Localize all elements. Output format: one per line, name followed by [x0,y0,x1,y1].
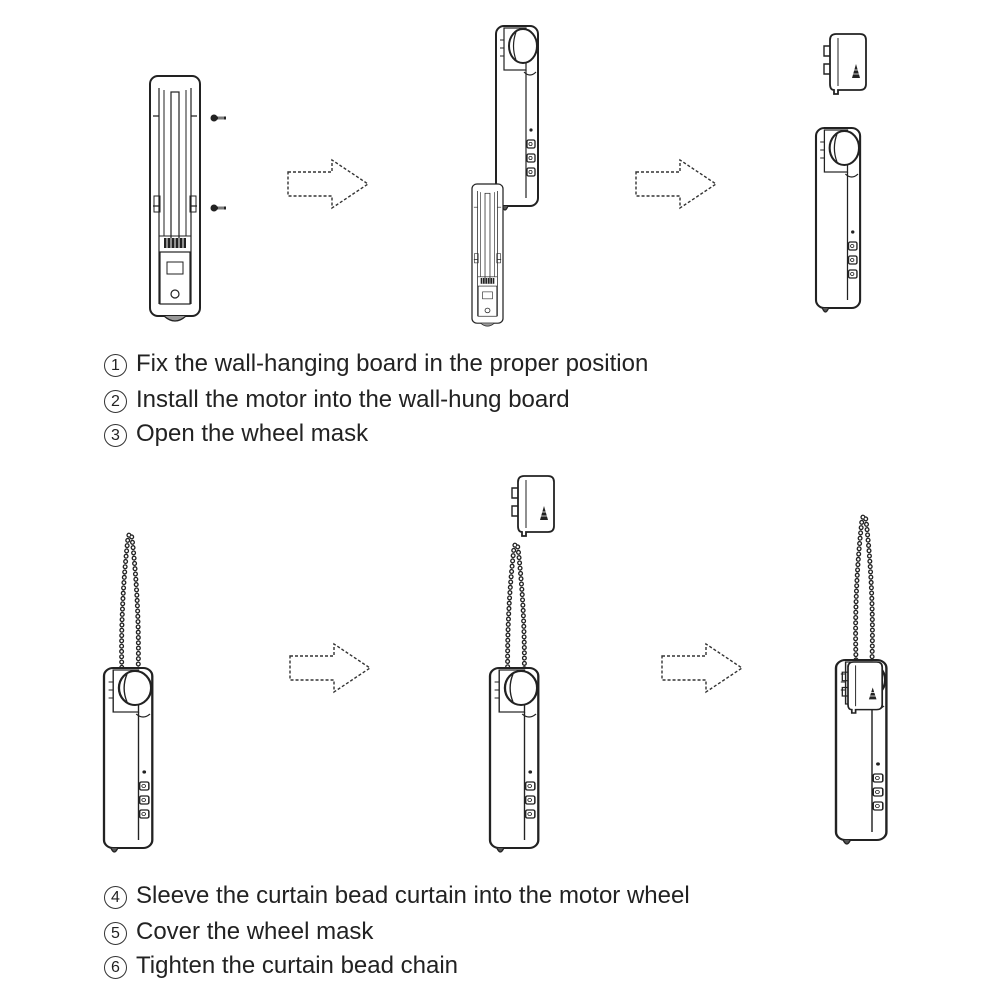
step-item: 2 Install the motor into the wall-hung bo… [104,386,648,413]
step-item: 1 Fix the wall-hanging board in the prope… [104,350,649,377]
wall-hanging-board-icon [471,183,504,327]
step-number: 6 [104,956,127,979]
wheel-mask-icon [841,661,884,714]
step-number: 1 [104,354,127,377]
step-item: 4 Sleeve the curtain bead curtain into th… [104,882,690,909]
motor-icon [488,666,540,854]
step-text: Open the wheel mask [136,420,369,447]
motor-icon [814,126,862,314]
step-number: 5 [104,922,127,945]
step-item: 3 Open the wheel mask [104,420,648,447]
dashed-arrow-icon [287,159,369,209]
bead-chain-icon [508,544,525,688]
steps-list-top: 1 Fix the wall-hanging board in the prope… [104,350,649,447]
bead-chain-icon [122,534,139,678]
dashed-arrow-icon [661,643,743,693]
step-item: 6 Tighten the curtain bead chain [104,952,690,979]
step-number: 4 [104,886,127,909]
motor-icon [495,25,539,211]
step-text: Fix the wall-hanging board in the proper… [136,350,649,377]
screw-icon [209,113,228,123]
screw-icon [209,203,228,213]
dashed-arrow-icon [289,643,371,693]
step-number: 2 [104,390,127,413]
dashed-arrow-icon [635,159,717,209]
step-text: Tighten the curtain bead chain [136,952,458,979]
step-text: Sleeve the curtain bead curtain into the… [136,882,690,909]
step-text: Install the motor into the wall-hung boa… [136,386,570,413]
bead-chain-icon [856,516,873,660]
step-item: 5 Cover the wheel mask [104,918,690,945]
steps-list-bottom: 4 Sleeve the curtain bead curtain into th… [104,882,690,979]
step-text: Cover the wheel mask [136,918,374,945]
step-number: 3 [104,424,127,447]
wall-hanging-board-icon [149,75,201,322]
motor-icon [102,666,154,854]
wheel-mask-icon [511,475,555,537]
wheel-mask-icon [823,33,867,95]
